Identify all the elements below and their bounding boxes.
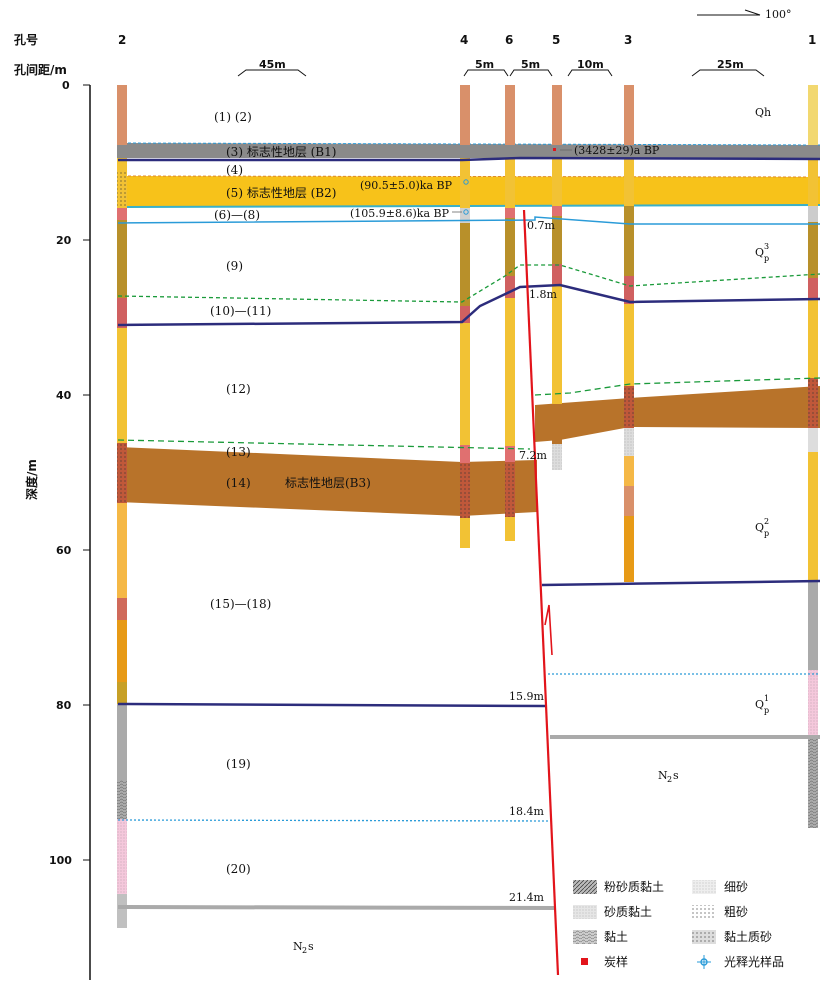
borehole-1 bbox=[808, 85, 818, 828]
layer-label: (14) bbox=[226, 476, 251, 490]
correlation-lines bbox=[117, 156, 821, 910]
layer-label: (20) bbox=[226, 862, 251, 876]
borehole-6 bbox=[505, 85, 515, 541]
depth-tick-label: 80 bbox=[56, 699, 72, 712]
layer-label: 标志性地层(B3) bbox=[285, 476, 371, 490]
legend-label: 炭样 bbox=[604, 954, 628, 969]
charcoal-sample-marker bbox=[553, 148, 556, 151]
svg-text:Q: Q bbox=[755, 698, 764, 711]
direction-label: 100° bbox=[765, 8, 792, 21]
unit-n2s: N 2 s bbox=[658, 769, 679, 784]
legend-label: 粗砂 bbox=[724, 905, 748, 919]
layer-label: (12) bbox=[226, 382, 251, 396]
age-label: (105.9±8.6)ka BP bbox=[350, 207, 450, 220]
svg-text:5m: 5m bbox=[521, 58, 540, 71]
charcoal-legend-icon bbox=[581, 958, 588, 965]
hole-number: 5 bbox=[552, 33, 560, 47]
hole-label: 孔号 bbox=[14, 32, 38, 47]
svg-text:1: 1 bbox=[764, 694, 769, 703]
svg-text:N: N bbox=[293, 940, 303, 953]
unit-qp1: Q 1 p bbox=[755, 694, 769, 715]
marker-band-b3-offset bbox=[535, 386, 820, 442]
layer-label: (9) bbox=[226, 259, 243, 273]
legend: 粉砂质黏土 细砂 砂质黏土 粗砂 黏土 黏土质砂 炭样 光释光样品 bbox=[573, 880, 784, 969]
depth-tick-label: 0 bbox=[62, 79, 70, 92]
svg-text:p: p bbox=[764, 706, 769, 715]
layer-label: (10)—(11) bbox=[210, 304, 271, 318]
offset-label: 0.7m bbox=[527, 219, 555, 232]
direction-indicator: 100° bbox=[697, 8, 792, 21]
unit-qp3: Q 3 p bbox=[755, 242, 769, 263]
osl-sample-marker bbox=[452, 179, 469, 215]
depth-tick-label: 20 bbox=[56, 234, 72, 247]
svg-text:Q: Q bbox=[755, 246, 764, 259]
age-label: (3428±29)a BP bbox=[574, 144, 660, 157]
marker-band-b3 bbox=[118, 447, 537, 516]
offset-label: 15.9m bbox=[509, 690, 544, 703]
offset-label: 1.8m bbox=[529, 288, 557, 301]
svg-text:s: s bbox=[308, 940, 314, 953]
legend-label: 砂质黏土 bbox=[604, 905, 652, 919]
osl-legend-icon bbox=[697, 955, 711, 969]
borehole-4 bbox=[460, 85, 470, 548]
hole-number: 3 bbox=[624, 33, 632, 47]
layer-label: (4) bbox=[226, 163, 243, 177]
unit-qp2: Q 2 p bbox=[755, 517, 769, 538]
hole-number: 6 bbox=[505, 33, 513, 47]
legend-label: 光释光样品 bbox=[724, 954, 784, 969]
offset-label: 7.2m bbox=[519, 449, 547, 462]
offset-label: 18.4m bbox=[509, 805, 544, 818]
spacing-label: 孔间距/m bbox=[14, 62, 67, 77]
layer-label: (15)—(18) bbox=[210, 597, 271, 611]
svg-text:p: p bbox=[764, 529, 769, 538]
age-label: (90.5±5.0)ka BP bbox=[360, 179, 453, 192]
spacing-bracket: 25m bbox=[691, 58, 765, 77]
legend-label: 细砂 bbox=[724, 880, 748, 894]
legend-label: 黏土质砂 bbox=[724, 930, 772, 944]
hole-number: 4 bbox=[460, 33, 468, 47]
layer-label: (6)—(8) bbox=[214, 208, 260, 222]
depth-tick-label: 40 bbox=[56, 389, 72, 402]
layer-label: (3) 标志性地层 (B1) bbox=[226, 145, 336, 159]
svg-text:2: 2 bbox=[667, 775, 672, 784]
svg-text:3: 3 bbox=[764, 242, 769, 251]
svg-text:25m: 25m bbox=[717, 58, 744, 71]
svg-text:45m: 45m bbox=[259, 58, 286, 71]
borehole-3 bbox=[624, 85, 634, 582]
svg-text:2: 2 bbox=[764, 517, 769, 526]
borehole-5 bbox=[552, 85, 562, 470]
legend-label: 黏土 bbox=[604, 930, 628, 944]
spacing-bracket: 10m bbox=[567, 58, 613, 77]
svg-text:2: 2 bbox=[302, 946, 307, 955]
svg-text:5m: 5m bbox=[475, 58, 494, 71]
depth-tick-label: 60 bbox=[56, 544, 72, 557]
svg-text:N: N bbox=[658, 769, 668, 782]
layer-label: (13) bbox=[226, 445, 251, 459]
fault-line bbox=[522, 209, 560, 976]
unit-n2s: N 2 s bbox=[293, 940, 314, 955]
legend-label: 粉砂质黏土 bbox=[604, 880, 664, 894]
hole-number: 2 bbox=[118, 33, 126, 47]
unit-qh: Qh bbox=[755, 106, 771, 119]
svg-text:10m: 10m bbox=[577, 58, 604, 71]
layer-label: (5) 标志性地层 (B2) bbox=[226, 186, 336, 200]
depth-axis-label: 深度/m bbox=[24, 459, 39, 500]
offset-label: 21.4m bbox=[509, 891, 544, 904]
layer-label: (1) (2) bbox=[214, 110, 252, 124]
svg-text:s: s bbox=[673, 769, 679, 782]
spacing-bracket: 5m bbox=[509, 58, 553, 77]
spacing-bracket: 5m bbox=[463, 58, 509, 77]
svg-text:Q: Q bbox=[755, 521, 764, 534]
layer-label: (19) bbox=[226, 757, 251, 771]
depth-axis: 0 20 40 60 80 100 深度/m bbox=[24, 79, 91, 980]
spacing-bracket: 45m bbox=[237, 58, 307, 77]
borehole-2 bbox=[117, 85, 127, 928]
hole-number: 1 bbox=[808, 33, 816, 47]
svg-text:p: p bbox=[764, 254, 769, 263]
depth-tick-label: 100 bbox=[49, 854, 72, 867]
